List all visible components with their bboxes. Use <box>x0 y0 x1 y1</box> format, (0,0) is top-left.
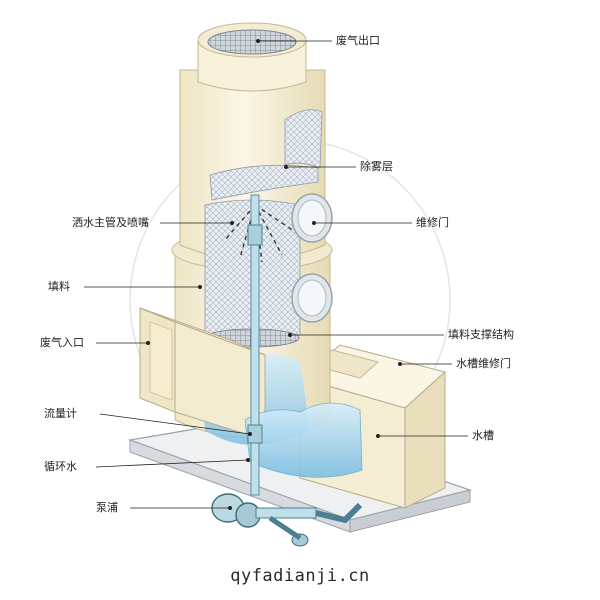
label-demister: 除雾层 <box>360 160 393 173</box>
label-exhaust-inlet: 废气入口 <box>40 336 84 349</box>
exhaust-inlet-duct <box>139 307 266 441</box>
label-circulating-water: 循环水 <box>44 460 77 473</box>
label-flow-meter: 流量计 <box>44 407 77 420</box>
label-pump: 泵浦 <box>96 501 118 514</box>
label-packing-support: 填料支撑结构 <box>448 328 514 341</box>
tank-water <box>244 402 363 478</box>
label-access-door: 维修门 <box>416 216 449 229</box>
demister-layer <box>209 109 323 201</box>
leader-lines <box>84 39 468 510</box>
label-spray-pipe: 洒水主管及喷嘴 <box>72 216 149 229</box>
label-exhaust-outlet: 废气出口 <box>336 34 380 47</box>
label-water-tank: 水槽 <box>472 429 494 442</box>
access-doors <box>291 193 333 323</box>
label-packing: 填料 <box>48 280 70 293</box>
watermark: qyfadianji.cn <box>230 566 370 586</box>
label-tank-access-door: 水槽维修门 <box>456 357 511 370</box>
circulation-pipe <box>247 194 263 496</box>
